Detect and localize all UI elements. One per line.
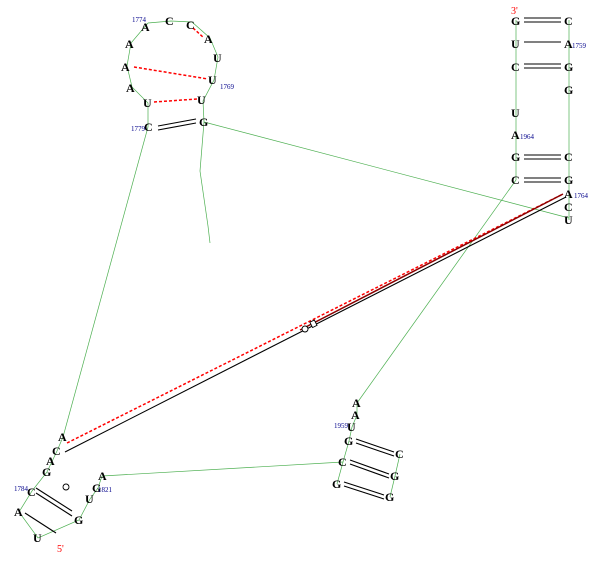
backbone-middle-left — [336, 403, 358, 485]
nt-m-u1: U — [347, 420, 356, 434]
backbone-hairpin-loop — [147, 20, 219, 244]
nt-a4: A — [121, 60, 130, 74]
index-1764: 1764 — [574, 192, 589, 200]
pair-c-g-hairpin-2 — [157, 122, 197, 131]
index-1959: 1959 — [334, 422, 349, 430]
nt-l-a4: A — [98, 469, 107, 483]
pair-long-range-darkred — [299, 193, 564, 331]
backbone-left-domain — [18, 436, 103, 539]
nt-m-g4: G — [385, 490, 394, 504]
nt-l-a2: A — [46, 454, 55, 468]
nt-l-u1: U — [33, 531, 42, 545]
nt-l-c1: C — [52, 444, 61, 458]
nt-u2: U — [208, 73, 217, 87]
pair-c-g-mid — [349, 459, 390, 475]
pair-c-g-left — [35, 487, 73, 512]
nt-r-g4: G — [511, 150, 520, 164]
nt-a3: A — [204, 32, 213, 46]
nt-l-a3: A — [14, 505, 23, 519]
backbone-right-to-middle — [356, 179, 517, 404]
nt-u4: U — [197, 93, 206, 107]
nt-a2: A — [125, 37, 134, 51]
nt-r-c5: C — [564, 200, 573, 214]
nt-r-c4: C — [511, 173, 520, 187]
index-1821: 1821 — [98, 486, 113, 494]
index-numbers: 1774 1769 1779 1759 1964 1764 1959 1784 … — [14, 16, 589, 494]
nt-u3: U — [143, 96, 152, 110]
nt-a5: A — [126, 81, 135, 95]
pair-symbols — [62, 319, 318, 491]
nt-m-c1: C — [395, 447, 404, 461]
pair-g-c-mid — [355, 438, 395, 453]
nucleotide-letters: A C C A A U A U A U U C G G C U A C G G … — [14, 14, 573, 545]
backbone-hairpin-to-left-stem — [62, 126, 149, 438]
nt-r-a2: A — [511, 128, 520, 142]
index-1774: 1774 — [132, 16, 147, 24]
pair-c-g-mid-2 — [349, 463, 390, 479]
nt-r-c1: C — [564, 14, 573, 28]
nt-l-g1: G — [42, 465, 51, 479]
canonical-pairs — [24, 17, 567, 534]
pair-c-g-left-2 — [35, 492, 73, 517]
index-1964: 1964 — [520, 133, 535, 141]
index-1769: 1769 — [220, 83, 235, 91]
nt-l-c2: C — [27, 485, 36, 499]
pair-g-c-mid-2 — [355, 442, 395, 457]
backbone-middle-right — [389, 453, 401, 498]
pair-g-g-mid-2 — [343, 485, 385, 500]
nt-r-g5: G — [564, 173, 573, 187]
nt-g1: G — [199, 115, 208, 129]
nt-r-u1: U — [511, 37, 520, 51]
pair-a-u-loop — [133, 66, 209, 80]
nt-l-a1: A — [58, 430, 67, 444]
nt-r-g3: G — [564, 83, 573, 97]
five-prime-end-label: 5' — [57, 544, 64, 555]
nt-r-g2: G — [564, 60, 573, 74]
nt-m-g3: G — [332, 477, 341, 491]
nt-c1: C — [165, 14, 174, 28]
nt-m-g1: G — [344, 434, 353, 448]
nt-l-g2: G — [74, 513, 83, 527]
index-1759: 1759 — [572, 42, 587, 50]
nt-r-c2: C — [511, 60, 520, 74]
nt-m-g2: G — [390, 469, 399, 483]
backbone-hairpin-left — [126, 22, 149, 127]
nt-a1: A — [141, 20, 150, 34]
three-prime-end-label: 3' — [511, 6, 518, 17]
nt-c2: C — [186, 18, 195, 32]
nt-m-a2: A — [351, 408, 360, 422]
backbone-hairpin-to-right — [203, 121, 570, 219]
pair-c-a-loop — [192, 27, 205, 39]
nt-r-g1: G — [511, 14, 520, 28]
nt-r-a3: A — [564, 187, 573, 201]
nt-m-a1: A — [352, 396, 361, 410]
nt-r-c3: C — [564, 150, 573, 164]
pair-c-g-hairpin — [157, 118, 197, 127]
nt-m-c2: C — [338, 455, 347, 469]
pair-u-u-loop — [153, 98, 198, 103]
pair-symbol-circle-left — [62, 483, 70, 491]
pair-long-range-red — [66, 193, 564, 444]
nt-l-g3: G — [92, 481, 101, 495]
backbone-middle-to-left — [101, 461, 344, 477]
nt-r-a1: A — [564, 37, 573, 51]
nt-u1: U — [213, 51, 222, 65]
pair-symbol-circle — [301, 325, 309, 333]
nt-r-u2: U — [511, 106, 520, 120]
nt-c3: C — [144, 120, 153, 134]
pair-g-g-mid — [343, 481, 385, 496]
pair-symbol-square — [309, 319, 318, 329]
nt-l-u2: U — [85, 492, 94, 506]
noncanonical-pairs — [66, 27, 564, 444]
nt-r-u3: U — [564, 213, 573, 227]
index-1784: 1784 — [14, 485, 29, 493]
index-1779: 1779 — [131, 125, 146, 133]
pair-a-u-left — [24, 512, 57, 534]
backbone-lines — [18, 20, 570, 539]
